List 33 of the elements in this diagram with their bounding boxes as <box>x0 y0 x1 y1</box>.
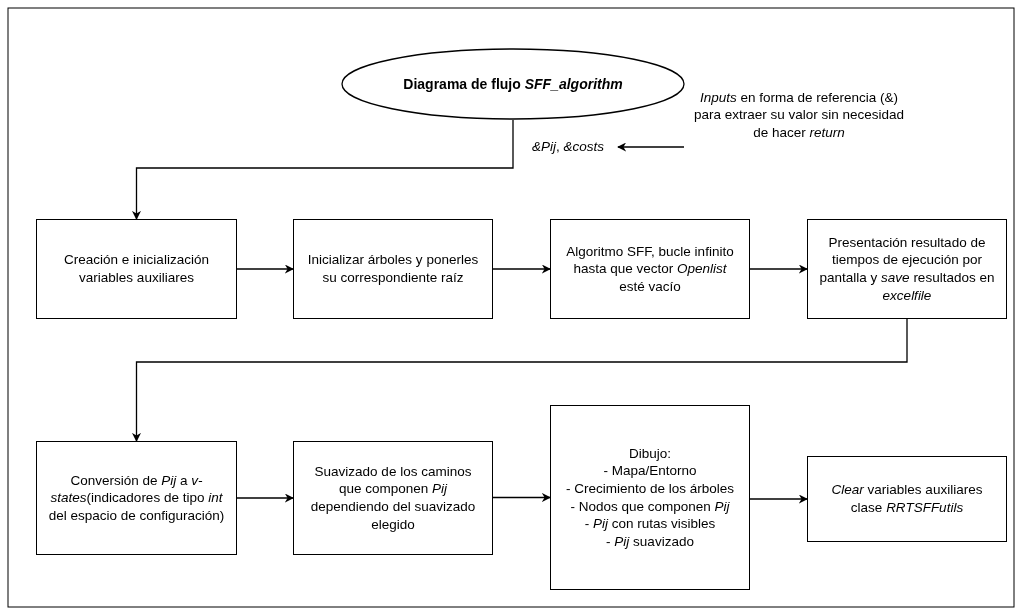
process-box <box>550 219 750 319</box>
process-box <box>36 441 237 555</box>
list-item-text: - Crecimiento de los árboles <box>565 479 735 498</box>
arrow <box>749 494 808 504</box>
list-item-text: Dibujo: <box>629 444 671 463</box>
arrow <box>492 493 551 502</box>
arrow <box>236 264 294 274</box>
arrow <box>132 119 514 220</box>
process-box <box>293 441 493 555</box>
process-box <box>550 405 750 590</box>
box-text: Algoritmo SFF, bucle infinito hasta que vector Openlist esté vacío <box>565 242 735 296</box>
process-box <box>807 219 1007 319</box>
process-box <box>36 219 237 319</box>
process-box <box>807 456 1007 542</box>
box-text: Suavizado de los caminos que componen Pij dependiendo del suavizado elegido <box>309 462 477 534</box>
box-text: Presentación resultado de tiempos de ejecución por pantalla y save resultados en excelfile <box>818 233 996 305</box>
note-text: Inputs en forma de referencia (&) para extraer su valor sin necesidad de hacer return <box>692 88 906 142</box>
box-text: Conversión de Pij a v-states(indicadores de tipo int del espacio de configuración) <box>47 471 226 525</box>
arrow <box>617 142 685 152</box>
box-text: Creación e inicialización variables auxiliares <box>63 251 210 287</box>
list-item-text: - Mapa/Entorno <box>603 462 697 480</box>
arrow <box>749 264 808 274</box>
title-text: Diagrama de flujo SFF_algorithm <box>403 74 623 94</box>
parameter-text: &Pij, &costs <box>531 138 604 156</box>
box-text: Clear variables auxiliares clase RRTSFFutils <box>830 481 984 517</box>
list-item-text: - Nodos que componen Pij <box>570 497 730 516</box>
box-text: Inicializar árboles y ponerles su correspondiente raíz <box>306 251 480 287</box>
process-box <box>293 219 493 319</box>
arrow <box>132 318 908 442</box>
list-item-text: - Pij suavizado <box>606 532 694 551</box>
list-item-text: - Pij con rutas visibles <box>584 515 716 533</box>
arrow <box>236 493 294 503</box>
arrow <box>492 264 551 274</box>
